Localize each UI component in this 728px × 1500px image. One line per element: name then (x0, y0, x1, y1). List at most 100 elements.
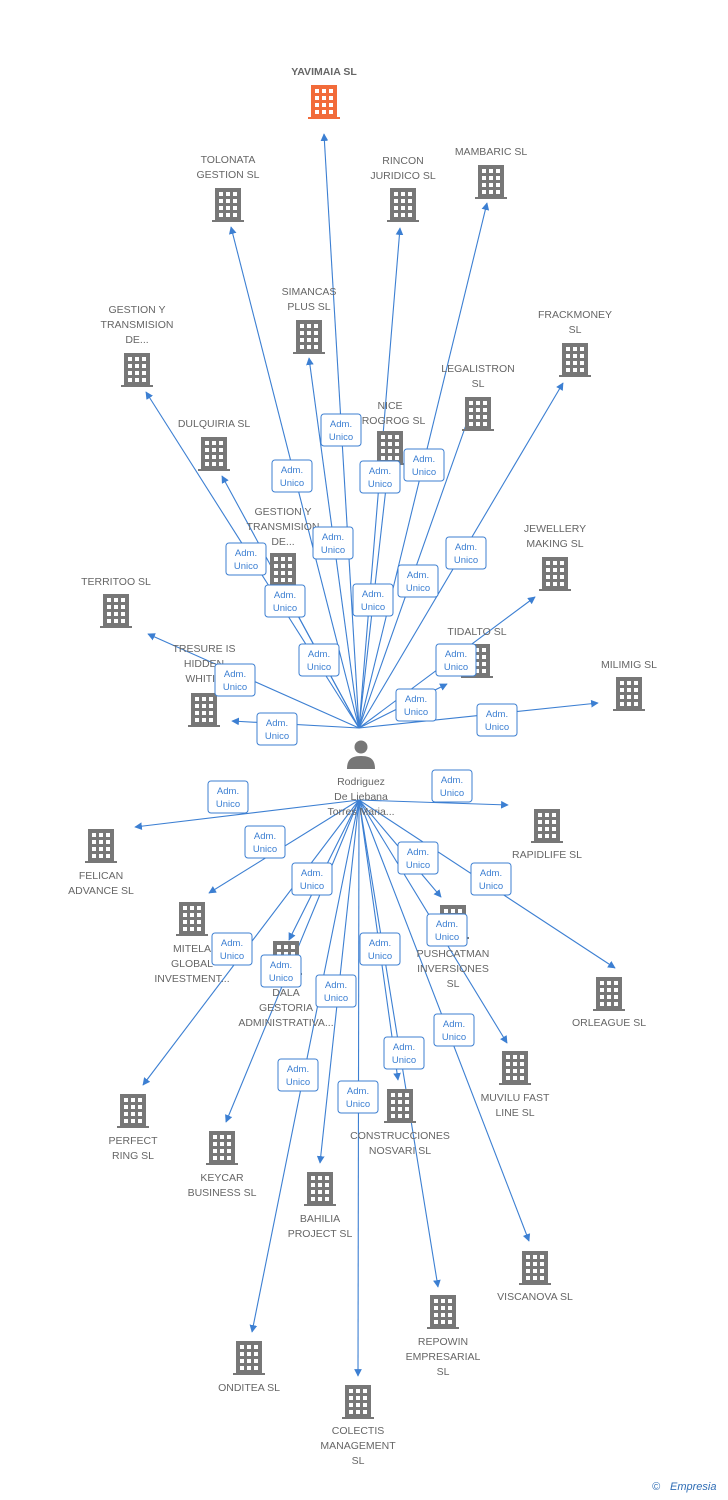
role-badge-text-line-2: Unico (479, 881, 503, 892)
role-badge-tresure[interactable]: Adm.Unico (256, 712, 298, 746)
company-node-viscanova[interactable]: VISCANOVA SL (497, 1251, 573, 1303)
company-label-bahilia-line-2: PROJECT SL (288, 1228, 353, 1240)
role-badge-text-line-2: Unico (485, 722, 509, 733)
role-badge-text-line-1: Adm. (281, 465, 303, 476)
company-label-gestion2-line-2: TRANSMISION (247, 521, 320, 533)
company-node-dulquiria[interactable]: DULQUIRIA SL (178, 418, 251, 471)
role-badge-jewellery[interactable]: Adm.Unico (395, 688, 437, 722)
role-badge-box (207, 780, 249, 814)
company-node-gestion1[interactable]: GESTION YTRANSMISIONDE... (101, 304, 174, 387)
role-badge-text-line-1: Adm. (325, 980, 347, 991)
role-badge-text-line-2: Unico (269, 973, 293, 984)
role-badge-legalistron[interactable]: Adm.Unico (397, 564, 439, 598)
company-label-rincon-line-1: RINCON (382, 155, 423, 167)
role-badge-dala[interactable]: Adm.Unico (291, 862, 333, 896)
role-badge-bahilia[interactable]: Adm.Unico (315, 974, 357, 1008)
role-badge-text-line-2: Unico (286, 1077, 310, 1088)
role-badge-construcciones[interactable]: Adm.Unico (359, 932, 401, 966)
company-label-felican-line-1: FELICAN (79, 870, 123, 882)
role-badge-viscanova[interactable]: Adm.Unico (433, 1013, 475, 1047)
company-node-rapidlife[interactable]: RAPIDLIFE SL (512, 809, 582, 861)
company-node-yavimaia[interactable]: YAVIMAIA SL (291, 66, 357, 119)
company-label-construcciones-line-2: NOSVARI SL (369, 1145, 431, 1157)
company-node-muvilu[interactable]: MUVILU FAST LINE SL (481, 1051, 550, 1119)
role-badge-onditea[interactable]: Adm.Unico (277, 1058, 319, 1092)
company-node-territoo[interactable]: TERRITOO SL (81, 576, 151, 628)
role-badge-text-line-1: Adm. (480, 868, 502, 879)
person-node[interactable]: Rodriguez De Liebana Torres Maria... (327, 740, 395, 819)
company-label-muvilu-line-2: LINE SL (495, 1107, 534, 1119)
role-badge-colectis[interactable]: Adm.Unico (337, 1080, 379, 1114)
company-node-milimig[interactable]: MILIMIG SL (601, 659, 657, 711)
role-badge-text-line-2: Unico (307, 662, 331, 673)
role-badge-pushcatman[interactable]: Adm.Unico (397, 841, 439, 875)
company-node-mitela[interactable]: MITELAGLOBALINVESTMENT... (154, 902, 230, 985)
role-badge-gestion1[interactable]: Adm.Unico (225, 542, 267, 576)
role-badge-territoo[interactable]: Adm.Unico (214, 663, 256, 697)
role-badge-keycar[interactable]: Adm.Unico (260, 954, 302, 988)
company-node-orleague[interactable]: ORLEAGUE SL (572, 977, 646, 1029)
role-badge-felican[interactable]: Adm.Unico (207, 780, 249, 814)
company-label-muvilu-line-1: MUVILU FAST (481, 1092, 550, 1104)
role-badge-text-line-1: Adm. (308, 649, 330, 660)
role-badge-mambaric[interactable]: Adm.Unico (403, 448, 445, 482)
role-badge-mitela[interactable]: Adm.Unico (244, 825, 286, 859)
role-badge-text-line-1: Adm. (443, 1019, 465, 1030)
building-icon (100, 594, 132, 628)
role-badge-box (445, 536, 487, 570)
role-badge-simancas[interactable]: Adm.Unico (312, 526, 354, 560)
role-badge-rapidlife[interactable]: Adm.Unico (431, 769, 473, 803)
role-badge-tidalto[interactable]: Adm.Unico (435, 643, 477, 677)
role-badge-tolonata[interactable]: Adm.Unico (271, 459, 313, 493)
company-node-tidalto[interactable]: TIDALTO SL (447, 626, 507, 678)
role-badge-muvilu[interactable]: Adm.Unico (426, 913, 468, 947)
person-icon (354, 740, 368, 754)
company-node-gestion2[interactable]: GESTION YTRANSMISIONDE... (247, 506, 320, 587)
role-badge-dulquiria[interactable]: Adm.Unico (264, 584, 306, 618)
company-label-viscanova-line-1: VISCANOVA SL (497, 1291, 573, 1303)
building-icon (117, 1094, 149, 1128)
role-badge-orleague[interactable]: Adm. Unico (470, 862, 512, 896)
role-badge-perfect[interactable]: Adm.Unico (211, 932, 253, 966)
building-icon (233, 1341, 265, 1375)
role-badge-text-line-2: Unico (440, 788, 464, 799)
company-label-tolonata-line-2: GESTION SL (196, 169, 259, 181)
role-badge-text-line-1: Adm. (224, 669, 246, 680)
role-badge-box (470, 862, 512, 896)
company-node-dala[interactable]: DALAGESTORIAADMINISTRATIVA... (238, 941, 334, 1029)
company-node-onditea[interactable]: ONDITEA SL (218, 1341, 280, 1394)
company-label-tidalto-line-1: TIDALTO SL (447, 626, 506, 638)
building-icon (499, 1051, 531, 1085)
company-node-mambaric[interactable]: MAMBARIC SL (455, 146, 528, 199)
role-badge-frackmoney[interactable]: Adm.Unico (445, 536, 487, 570)
role-badge-rincon[interactable]: Adm.Unico (359, 460, 401, 494)
building-icon (212, 188, 244, 222)
role-badge-milimig[interactable]: Adm.Unico (476, 703, 518, 737)
role-badge-gestion2[interactable]: Adm. Unico (298, 643, 340, 677)
role-badge-nice[interactable]: Adm.Unico (352, 583, 394, 617)
building-icon (387, 188, 419, 222)
footer-credit[interactable]: © Empresia (652, 1481, 716, 1493)
role-badge-box (426, 913, 468, 947)
role-badge-yavimaia[interactable]: Adm.Unico (320, 413, 362, 447)
company-label-perfect-line-2: RING SL (112, 1150, 154, 1162)
role-badge-text-line-2: Unico (253, 844, 277, 855)
role-badge-repowin[interactable]: Adm.Unico (383, 1036, 425, 1070)
company-label-jewellery-line-2: MAKING SL (526, 538, 583, 550)
